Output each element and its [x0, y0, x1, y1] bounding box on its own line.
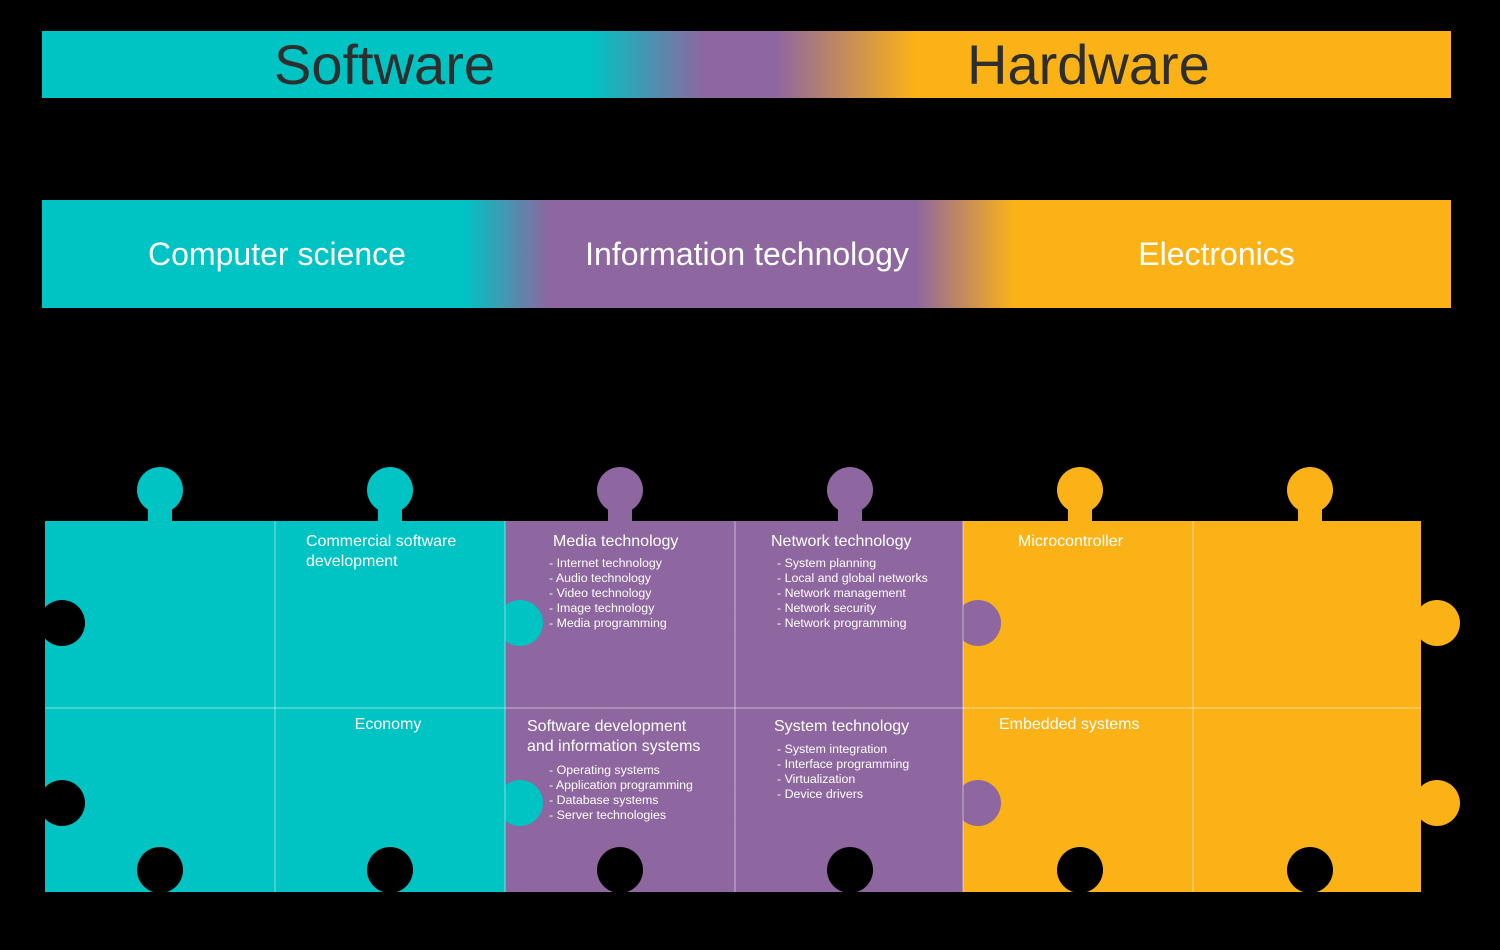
network-item: Network management: [777, 586, 928, 601]
middle-knobs: [137, 653, 1333, 699]
piece-microcontroller: Microcontroller: [1018, 532, 1123, 552]
network-list: System planning Local and global network…: [777, 556, 928, 631]
piece-seams: [45, 521, 1421, 892]
system-tech-title: System technology: [774, 718, 910, 735]
media-item: Internet technology: [549, 556, 678, 571]
media-item: Video technology: [549, 586, 678, 601]
software-dev-list: Operating systems Application programmin…: [549, 763, 700, 823]
embedded-title: Embedded systems: [999, 716, 1140, 733]
software-hardware-band: Software Hardware: [42, 31, 1451, 98]
piece-commercial-software: Commercial software development: [306, 532, 456, 572]
network-item: Network programming: [777, 616, 928, 631]
network-title: Network technology: [771, 533, 912, 550]
system-tech-item: System integration: [777, 742, 909, 757]
media-item: Audio technology: [549, 571, 678, 586]
piece-embedded-systems: Embedded systems: [999, 715, 1140, 735]
software-label: Software: [274, 33, 495, 96]
piece-software-development: Software development and information sys…: [527, 717, 700, 823]
network-item: Network security: [777, 601, 928, 616]
electronics-label: Electronics: [1138, 236, 1295, 272]
commercial-title-line1: Commercial software: [306, 533, 457, 550]
software-dev-item: Database systems: [549, 793, 700, 808]
piece-economy: Economy: [278, 715, 498, 735]
system-tech-list: System integration Interface programming…: [777, 742, 910, 802]
puzzle-holes: [39, 600, 1333, 893]
commercial-title-line2: development: [306, 553, 398, 570]
media-item: Image technology: [549, 601, 678, 616]
hardware-label: Hardware: [967, 33, 1210, 96]
media-title: Media technology: [553, 533, 679, 550]
discipline-band: Computer science Information technology …: [42, 200, 1451, 308]
software-dev-item: Operating systems: [549, 763, 700, 778]
system-tech-item: Interface programming: [777, 757, 910, 772]
information-technology-label: Information technology: [585, 236, 909, 272]
media-item: Media programming: [549, 616, 678, 631]
teal-region: [45, 521, 505, 892]
media-list: Internet technology Audio technology Vid…: [549, 556, 678, 631]
software-dev-title-line2: and information systems: [527, 738, 701, 755]
network-item: System planning: [777, 556, 928, 571]
amber-region: [963, 521, 1421, 892]
network-item: Local and global networks: [777, 571, 928, 586]
piece-media-technology: Media technology Internet technology Aud…: [527, 532, 678, 631]
system-tech-item: Virtualization: [777, 772, 909, 787]
piece-system-technology: System technology System integration Int…: [755, 717, 909, 802]
software-dev-item: Server technologies: [549, 808, 700, 823]
software-dev-item: Application programming: [549, 778, 700, 793]
software-dev-title-line1: Software development: [527, 718, 687, 735]
microcontroller-title: Microcontroller: [1018, 533, 1123, 550]
top-tabs: [137, 467, 1333, 526]
economy-title: Economy: [354, 716, 422, 733]
right-tabs: [1414, 600, 1460, 826]
piece-network-technology: Network technology System planning Local…: [755, 532, 928, 631]
computer-science-label: Computer science: [148, 236, 406, 272]
side-knobs: [267, 600, 1233, 826]
system-tech-item: Device drivers: [777, 787, 909, 802]
